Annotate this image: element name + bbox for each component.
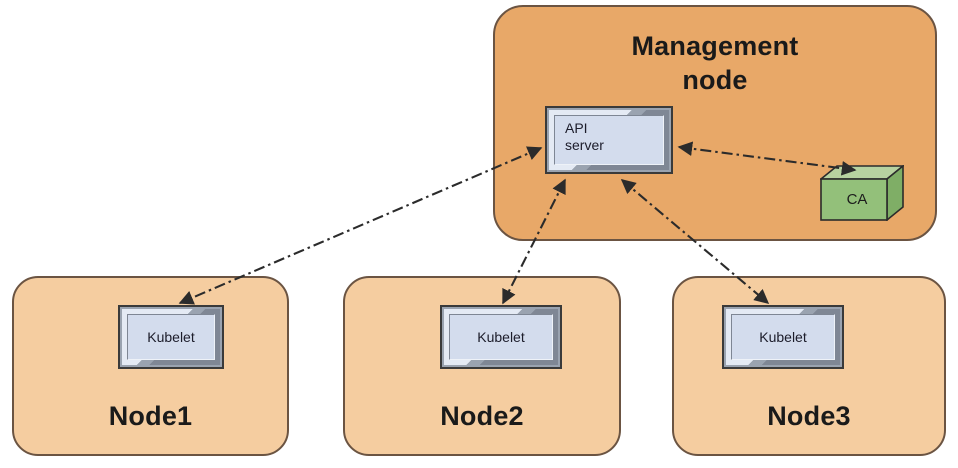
kubelet-face-node3 [731, 314, 835, 360]
management-node-title-line2: node [682, 65, 748, 95]
api-server-label-line1: API [565, 120, 588, 136]
kubelet-box-node2: Kubelet [440, 305, 562, 369]
ca-cuboid: CA [820, 165, 904, 221]
kubelet-box-node1: Kubelet [118, 305, 224, 369]
management-node-title-line1: Management [631, 31, 799, 61]
kubelet-box-node3: Kubelet [722, 305, 844, 369]
kubelet-face-node1 [127, 314, 215, 360]
kubelet-label-node2: Kubelet [477, 329, 525, 345]
api-server-label: API server [565, 120, 604, 154]
api-server-box: API server [545, 106, 673, 174]
api-server-face [554, 115, 664, 165]
node1-label: Node1 [108, 401, 193, 431]
kubelet-face-node2 [449, 314, 553, 360]
node3-label: Node3 [767, 401, 851, 431]
management-node-title: Management node [495, 29, 935, 97]
kubelet-label-node1: Kubelet [147, 329, 195, 345]
node2-label: Node2 [440, 401, 524, 431]
ca-label: CA [846, 191, 868, 208]
api-server-label-line2: server [565, 137, 604, 153]
kubelet-label-node3: Kubelet [759, 329, 807, 345]
